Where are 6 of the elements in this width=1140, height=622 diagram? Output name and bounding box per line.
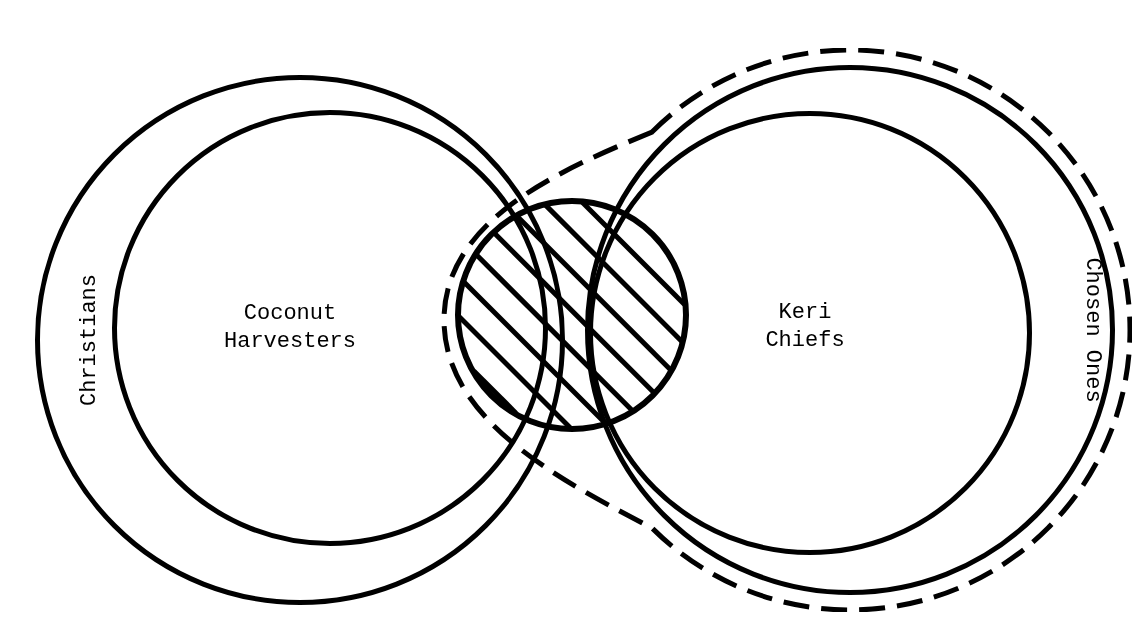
dashed-outline: [440, 48, 1132, 612]
circle-label: Christians: [76, 274, 103, 406]
circle-label: Chosen Ones: [1079, 257, 1106, 403]
hatched-circle: [455, 198, 689, 432]
circle-label: Coconut Harvesters: [223, 300, 357, 356]
circle-label: Keri Chiefs: [764, 299, 846, 355]
